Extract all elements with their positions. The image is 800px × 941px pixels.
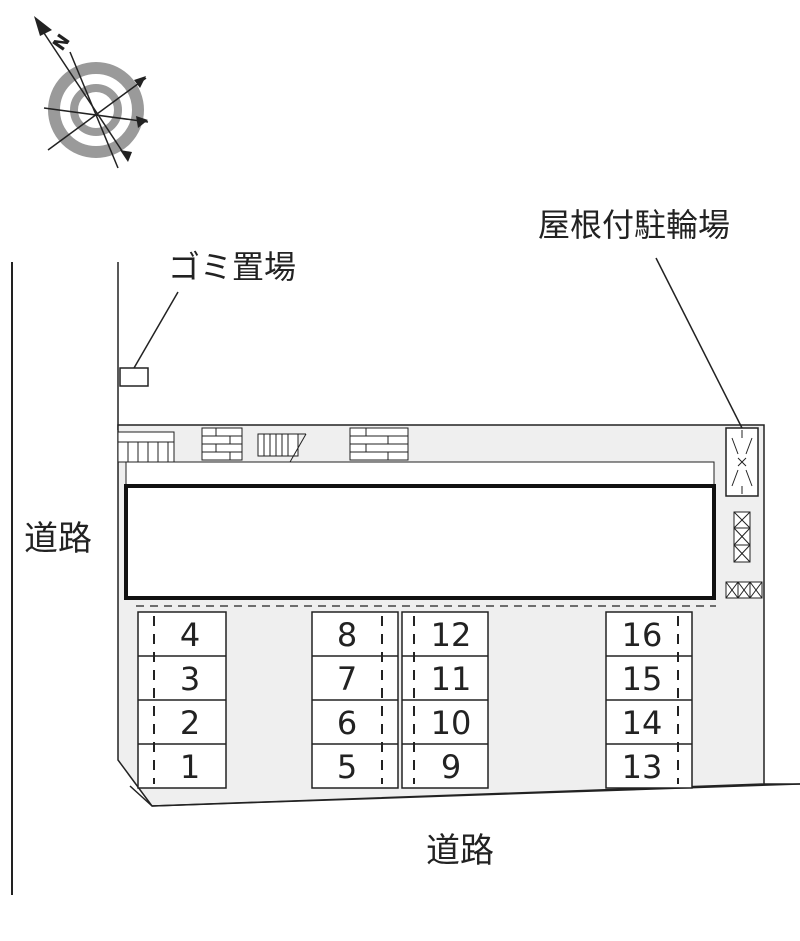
parking-stall-number: 8 [337, 616, 357, 654]
parking-stall-number: 1 [180, 748, 200, 786]
road-label-bottom: 道路 [426, 831, 494, 871]
brick-planter-icon [201, 427, 243, 461]
compass-rose-icon: N [34, 16, 149, 169]
walkway [125, 461, 715, 487]
parking-stall-number: 10 [431, 704, 472, 742]
storage-box-icon [733, 511, 751, 563]
brick-planter-icon [349, 427, 409, 461]
stairs-icon [257, 433, 307, 463]
bicycle-parking-label: 屋根付駐輪場 [538, 206, 730, 244]
fence-icon [117, 431, 175, 463]
parking-stall-number: 5 [337, 748, 357, 786]
garbage-label: ゴミ置場 [168, 248, 296, 286]
parking-stall-number: 14 [622, 704, 663, 742]
road-label-left: 道路 [24, 519, 92, 559]
bicycle-parking-icon [725, 427, 759, 497]
parking-stall-number: 7 [337, 660, 357, 698]
parking-stall-number: 6 [337, 704, 357, 742]
storage-box-icon [725, 581, 763, 599]
parking-stall-number: 2 [180, 704, 200, 742]
north-arrow-icon [34, 16, 52, 36]
garbage-station [119, 367, 149, 387]
parking-stall-number: 16 [622, 616, 663, 654]
parking-stall-number: 3 [180, 660, 200, 698]
parking-stall-number: 15 [622, 660, 663, 698]
parking-stall-number: 11 [431, 660, 472, 698]
bicycle-leader-line [655, 257, 743, 429]
parking-stall-number: 13 [622, 748, 663, 786]
building [124, 484, 716, 600]
garbage-leader-line [133, 291, 179, 369]
parking-spaces: 4 3 2 1 8 7 6 5 12 11 10 9 16 15 14 13 [137, 611, 693, 789]
north-label: N [49, 30, 75, 54]
parking-stall-number: 4 [180, 616, 200, 654]
parking-stall-number: 12 [431, 616, 472, 654]
parking-stall-number: 9 [441, 748, 461, 786]
